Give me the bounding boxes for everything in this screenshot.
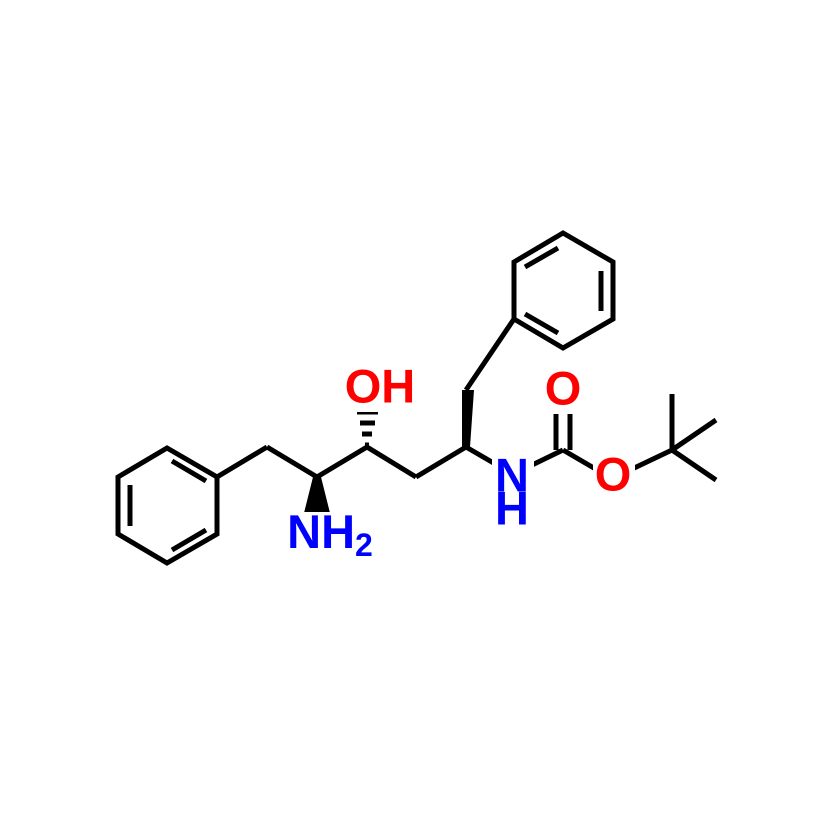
label-halo-amine: [296, 512, 384, 560]
bond-ring-to-ch2-left: [215, 444, 269, 480]
phenyl-right-outline: [511, 230, 616, 351]
phenyl-left-outline: [115, 445, 220, 566]
phenyl-ring-right: [511, 230, 616, 351]
amine-nh-text: NH: [287, 505, 355, 558]
phenyl-right-double-topleft: [523, 245, 560, 270]
bond-carbamate-carbon-to-nitrogen: [464, 444, 499, 468]
amine-subscript-text: 2: [355, 527, 373, 563]
label-halo-carbamate-n: [492, 455, 534, 501]
carbon-backbone: [215, 444, 499, 480]
bond-benzyl-ch2-to-ring: [463, 317, 517, 392]
phenyl-left-double-topright: [170, 458, 208, 484]
bond-hydroxyl-carbon-to-ch2: [365, 444, 418, 480]
atom-label-amine: NH2: [287, 505, 373, 563]
hydroxyl-hashed-wedge: [357, 409, 378, 448]
tert-butyl-group: [669, 394, 718, 483]
atom-label-hydroxyl: OH: [345, 359, 416, 412]
bond-tbutyl-methyl-upper-right: [670, 417, 718, 453]
atom-label-carbamate-nitrogen: N: [495, 448, 529, 501]
label-halo-carbonyl-o: [543, 370, 585, 414]
bond-ch2-to-carbamate-carbon: [414, 444, 468, 480]
amine-solid-wedge: [304, 477, 330, 513]
atom-label-carbamate-hydrogen: H: [495, 481, 529, 534]
bond-ester-oxygen-to-tbutyl: [628, 447, 674, 473]
bond-amine-carbon-to-hydroxyl-carbon: [315, 444, 369, 480]
bond-tbutyl-methyl-lower-right: [670, 447, 718, 483]
atom-label-ester-oxygen: O: [595, 447, 632, 500]
wedge-to-nh2: [304, 477, 330, 513]
wedge-to-benzyl-ch2: [462, 390, 474, 447]
phenyl-ring-left: [115, 445, 220, 566]
benzyl-solid-wedge: [462, 317, 517, 447]
bond-ch2-to-amine-carbon: [265, 444, 319, 480]
atom-label-carbonyl-oxygen: O: [545, 361, 582, 414]
phenyl-right-double-bottomleft: [523, 311, 560, 336]
label-halo-ester-o: [593, 456, 635, 500]
bond-nitrogen-to-carbonyl: [528, 447, 565, 469]
label-halo-hydroxyl: [349, 366, 411, 412]
phenyl-left-double-bottomright: [170, 527, 208, 553]
